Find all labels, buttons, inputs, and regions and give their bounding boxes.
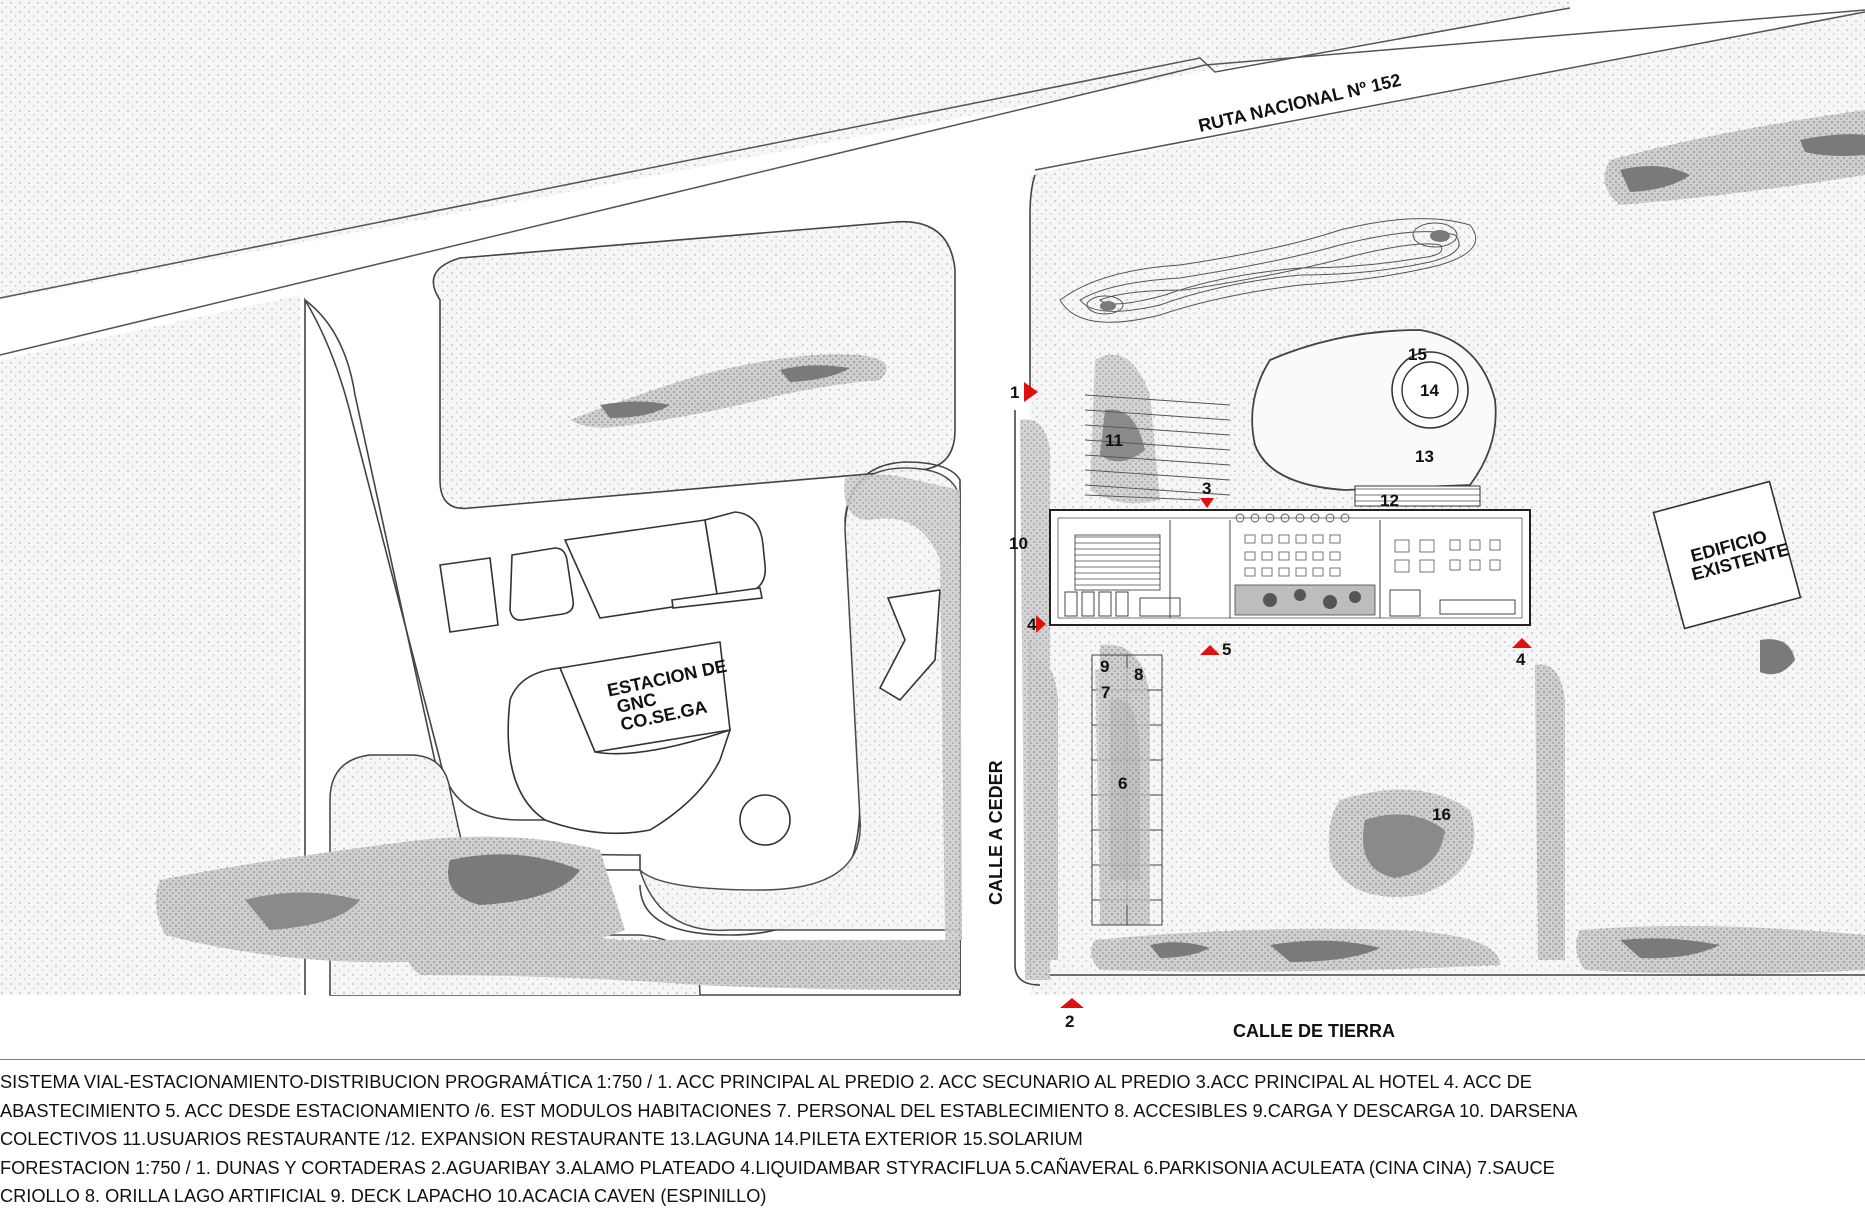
restaurant-parking [1084,394,1231,501]
hotel-building [1049,509,1531,626]
site-plan: ESTACION DE GNC CO.SE.GA [0,0,1865,1060]
svg-text:14: 14 [1420,381,1439,400]
legend-line-1: SISTEMA VIAL-ESTACIONAMIENTO-DISTRIBUCIO… [0,1072,1532,1092]
legend-line-2: ABASTECIMIENTO 5. ACC DESDE ESTACIONAMIE… [0,1100,1578,1121]
pool-inner [1401,361,1459,419]
east-wedge [878,589,941,702]
dune-shrub [1430,230,1450,242]
svg-text:5: 5 [1222,640,1231,659]
svg-text:7: 7 [1101,683,1110,702]
svg-text:15: 15 [1408,345,1427,364]
tree-masses [156,110,1865,990]
svg-text:13: 13 [1415,447,1434,466]
module-trees [1095,666,1150,905]
svg-text:8: 8 [1134,665,1143,684]
svg-text:11: 11 [1105,431,1123,450]
svg-text:16: 16 [1432,805,1451,824]
zone-numbers: 6 7 8 9 10 11 12 13 14 15 16 [1009,345,1451,824]
legend: SISTEMA VIAL-ESTACIONAMIENTO-DISTRIBUCIO… [0,1068,1865,1211]
national-road [0,7,1865,356]
existing-building [1652,480,1802,630]
svg-text:4: 4 [1516,650,1526,669]
gas-station-buildings [439,511,791,846]
svg-text:1: 1 [1010,383,1019,402]
dune-shrub [1100,301,1116,311]
restaurant-deck [1354,485,1481,507]
svg-text:2: 2 [1065,1012,1074,1031]
calle-a-ceder-label: CALLE A CEDER [986,760,1006,905]
svg-text:4: 4 [1027,615,1037,634]
svg-text:6: 6 [1118,774,1127,793]
legend-line-5: CRIOLLO 8. ORILLA LAGO ARTIFICIAL 9. DEC… [0,1186,767,1206]
calle-de-tierra-label: CALLE DE TIERRA [1233,1021,1395,1041]
north-parking-island [432,220,956,510]
svg-text:3: 3 [1202,479,1211,498]
access-markers: 1 2 3 4 5 4 [1010,382,1532,1031]
svg-text:10: 10 [1009,534,1028,553]
svg-text:12: 12 [1380,491,1399,510]
svg-text:9: 9 [1100,657,1109,676]
legend-line-4: FORESTACION 1:750 / 1. DUNAS Y CORTADERA… [0,1157,1555,1178]
legend-line-3: COLECTIVOS 11.USUARIOS RESTAURANTE /12. … [0,1129,1083,1149]
dunes [1059,218,1477,323]
west-island [304,297,650,995]
